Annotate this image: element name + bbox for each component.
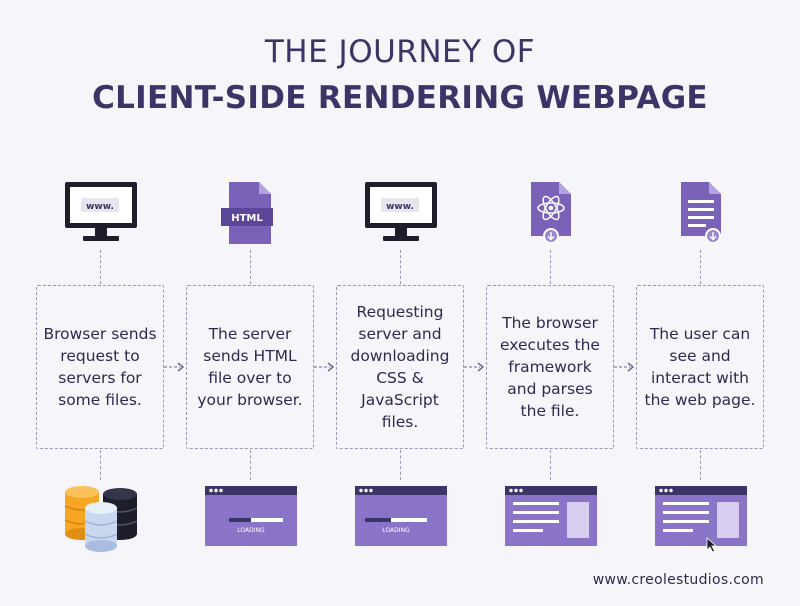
connector-bottom bbox=[700, 450, 701, 480]
arrow-right-icon bbox=[314, 362, 334, 372]
step-box: The browser executes the framework and p… bbox=[486, 285, 614, 449]
connector-bottom bbox=[400, 450, 401, 480]
connector-bottom bbox=[550, 450, 551, 480]
step-3: www. Requesting server and downloading C… bbox=[336, 0, 466, 606]
document-file-icon bbox=[681, 182, 721, 244]
step-4: The browser executes the framework and p… bbox=[486, 0, 616, 606]
html-file-icon: HTML bbox=[221, 182, 273, 244]
step-text: Requesting server and downloading CSS & … bbox=[350, 303, 450, 431]
svg-text:www.: www. bbox=[86, 202, 114, 212]
step-box: Requesting server and downloading CSS & … bbox=[336, 285, 464, 449]
svg-text:www.: www. bbox=[386, 202, 414, 212]
svg-text:LOADING: LOADING bbox=[237, 527, 265, 534]
svg-text:LOADING: LOADING bbox=[382, 527, 410, 534]
connector-bottom bbox=[250, 450, 251, 480]
react-file-icon bbox=[531, 182, 571, 244]
svg-text:HTML: HTML bbox=[231, 213, 263, 224]
step-text: The browser executes the framework and p… bbox=[500, 314, 600, 420]
webpage-cursor-window-icon bbox=[655, 486, 747, 553]
arrow-right-icon bbox=[464, 362, 484, 372]
arrow-right-icon bbox=[164, 362, 184, 372]
connector-top bbox=[100, 250, 101, 284]
step-box: Browser sends request to servers for som… bbox=[36, 285, 164, 449]
loading-window-icon: LOADING bbox=[355, 486, 447, 546]
title-line-2: CLIENT-SIDE RENDERING WEBPAGE bbox=[92, 80, 708, 116]
connector-top bbox=[250, 250, 251, 284]
arrow-right-icon bbox=[614, 362, 634, 372]
step-box: The server sends HTML file over to your … bbox=[186, 285, 314, 449]
connector-top bbox=[400, 250, 401, 284]
title-line-1: THE JOURNEY OF bbox=[264, 34, 536, 70]
connector-bottom bbox=[100, 450, 101, 480]
monitor-www-icon: www. bbox=[365, 182, 437, 241]
webpage-window-icon bbox=[505, 486, 597, 546]
step-5: The user can see and interact with the w… bbox=[636, 0, 766, 606]
step-box: The user can see and interact with the w… bbox=[636, 285, 764, 449]
database-stack-icon bbox=[64, 486, 138, 552]
step-2: HTML The server sends HTML file over to … bbox=[186, 0, 316, 606]
step-text: The server sends HTML file over to your … bbox=[197, 325, 303, 409]
connector-top bbox=[700, 250, 701, 284]
step-1: www. Browser sends request to servers fo… bbox=[36, 0, 166, 606]
loading-window-icon: LOADING bbox=[205, 486, 297, 546]
monitor-www-icon: www. bbox=[65, 182, 137, 241]
step-text: The user can see and interact with the w… bbox=[644, 325, 756, 409]
footer-url: www.creolestudios.com bbox=[592, 572, 764, 588]
connector-top bbox=[550, 250, 551, 284]
step-text: Browser sends request to servers for som… bbox=[43, 325, 157, 409]
